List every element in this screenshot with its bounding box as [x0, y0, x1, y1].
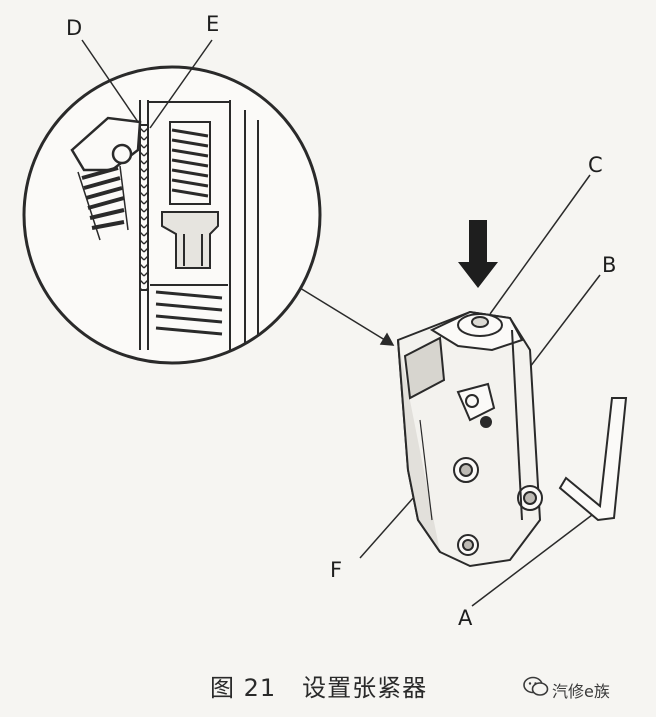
magnifier-connector: [299, 287, 394, 346]
callout-f: F: [330, 558, 343, 582]
callout-c: C: [588, 153, 603, 177]
callout-d: D: [66, 16, 83, 40]
leader-c: [489, 174, 591, 315]
figure-number: 图 21: [210, 674, 277, 702]
callout-e: E: [206, 12, 220, 36]
push-down-arrow: [458, 220, 498, 288]
figure-title: 设置张紧器: [302, 674, 428, 702]
figure-caption: 图 21 设置张紧器: [210, 668, 427, 703]
leader-a: [471, 514, 593, 607]
callout-a: A: [458, 606, 473, 630]
detail-magnifier: [22, 65, 322, 365]
hex-key: [558, 397, 628, 522]
leader-d: [81, 39, 139, 123]
watermark-text: 汽修e族: [552, 682, 610, 701]
wechat-icon: [523, 676, 549, 696]
tensioner-body: [396, 310, 543, 568]
callout-b: B: [602, 253, 617, 277]
leader-e: [149, 39, 213, 129]
